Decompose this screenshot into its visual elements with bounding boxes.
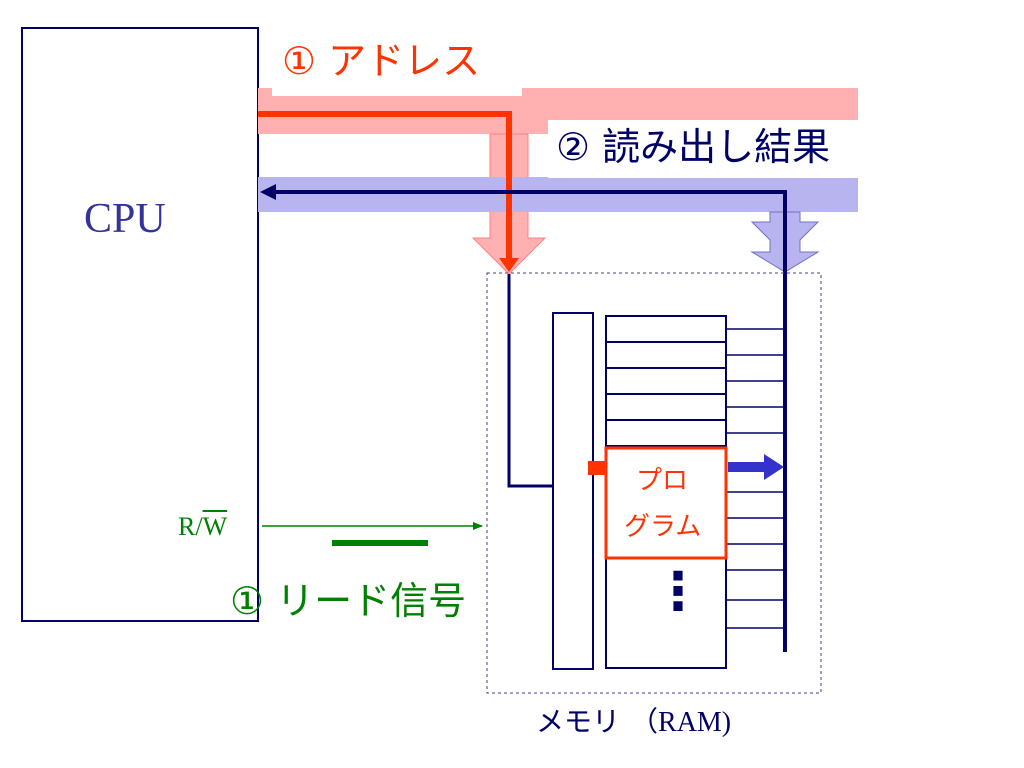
program-cell [604,446,728,560]
read-result-line [272,190,787,652]
read-level-indicator [332,540,428,546]
read-result-label: ② 読み出し結果 [556,125,831,169]
cpu-box [21,27,259,622]
memory-label-kana: メモリ [536,705,621,738]
program-output-arrow-head [764,454,784,480]
program-label-line2: グラム [624,512,702,542]
rw-label-r: R/ [178,512,203,541]
read-signal-label: ① リード信号 [230,579,467,623]
bit-lines [726,328,785,629]
program-output-arrow-shaft [728,462,766,472]
program-select-marker [588,461,606,475]
read-result-arrowhead [260,184,276,200]
read-result-label-bg [548,120,912,178]
cpu-label: CPU [84,196,166,242]
internal-address-line [507,274,553,488]
address-line-arrowhead [499,258,519,272]
memory-label: メモリ （RAM) [536,708,731,737]
rw-label-w: W [202,512,228,541]
address-label: ① アドレス [282,39,481,83]
program-label-line1: プロ [636,466,689,496]
ellipsis-icon: ⋮ [652,562,704,622]
address-label-bg [272,38,522,96]
memory-boundary [486,272,822,694]
data-bus [258,177,858,212]
address-line [258,111,512,262]
memory-label-ram: （RAM) [630,707,732,738]
address-decoder [552,312,594,670]
rw-label: R/W [178,514,227,540]
